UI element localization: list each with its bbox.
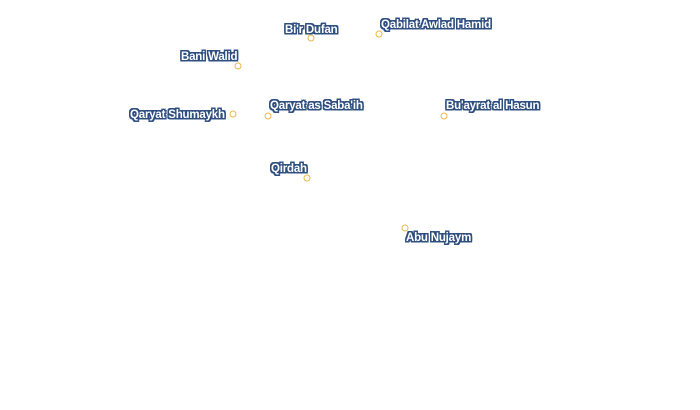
place-label-qaryat-as-sabaih: Qaryat as Saba'ih bbox=[270, 100, 363, 112]
place-marker-bani-walid[interactable] bbox=[234, 62, 242, 70]
place-marker-qabilat-awlad-hamid[interactable] bbox=[375, 30, 383, 38]
place-label-bani-walid: Bani Walid bbox=[181, 51, 238, 63]
place-marker-bir-dufan[interactable] bbox=[307, 34, 315, 42]
place-marker-abu-nujaym[interactable] bbox=[401, 224, 409, 232]
place-label-qaryat-shumaykh: Qaryat Shumaykh bbox=[130, 109, 225, 121]
place-label-qirdah: Qirdah bbox=[271, 163, 307, 175]
place-marker-buayrat-al-hasun[interactable] bbox=[440, 112, 448, 120]
place-marker-qirdah[interactable] bbox=[303, 174, 311, 182]
place-marker-qaryat-as-sabaih[interactable] bbox=[264, 112, 272, 120]
place-marker-qaryat-shumaykh[interactable] bbox=[229, 110, 237, 118]
place-label-abu-nujaym: Abu Nujaym bbox=[406, 232, 472, 244]
place-label-bir-dufan: Bi'r Dufan bbox=[285, 24, 338, 36]
place-label-buayrat-al-hasun: Bu'ayrat al Hasun bbox=[446, 100, 540, 112]
place-label-qabilat-awlad-hamid: Qabilat Awlad Hamid bbox=[381, 19, 491, 31]
